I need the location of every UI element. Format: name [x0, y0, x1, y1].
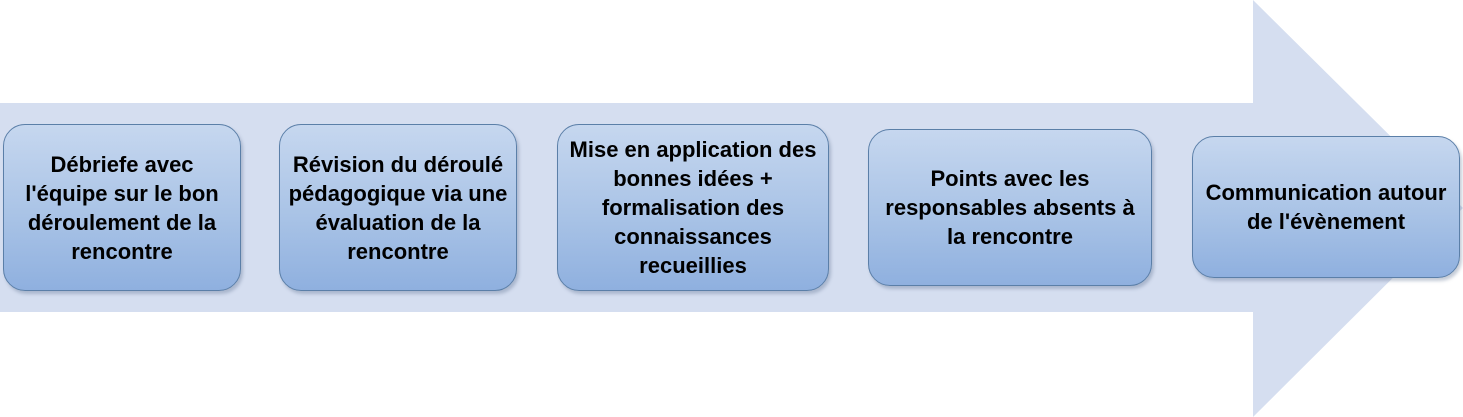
step-box-4: Points avec les responsables absents à l…: [868, 129, 1152, 286]
step-label-4: Points avec les responsables absents à l…: [885, 166, 1135, 249]
step-label-3: Mise en application des bonnes idées + f…: [569, 137, 817, 278]
step-box-2: Révision du déroulé pédagogique via une …: [279, 124, 517, 291]
step-box-3: Mise en application des bonnes idées + f…: [557, 124, 829, 291]
step-box-1: Débriefe avec l'équipe sur le bon déroul…: [3, 124, 241, 291]
step-box-5: Communication autour de l'évènement: [1192, 136, 1460, 278]
step-label-1: Débriefe avec l'équipe sur le bon déroul…: [25, 151, 219, 264]
step-label-5: Communication autour de l'évènement: [1205, 180, 1447, 234]
step-label-2: Révision du déroulé pédagogique via une …: [288, 151, 508, 264]
